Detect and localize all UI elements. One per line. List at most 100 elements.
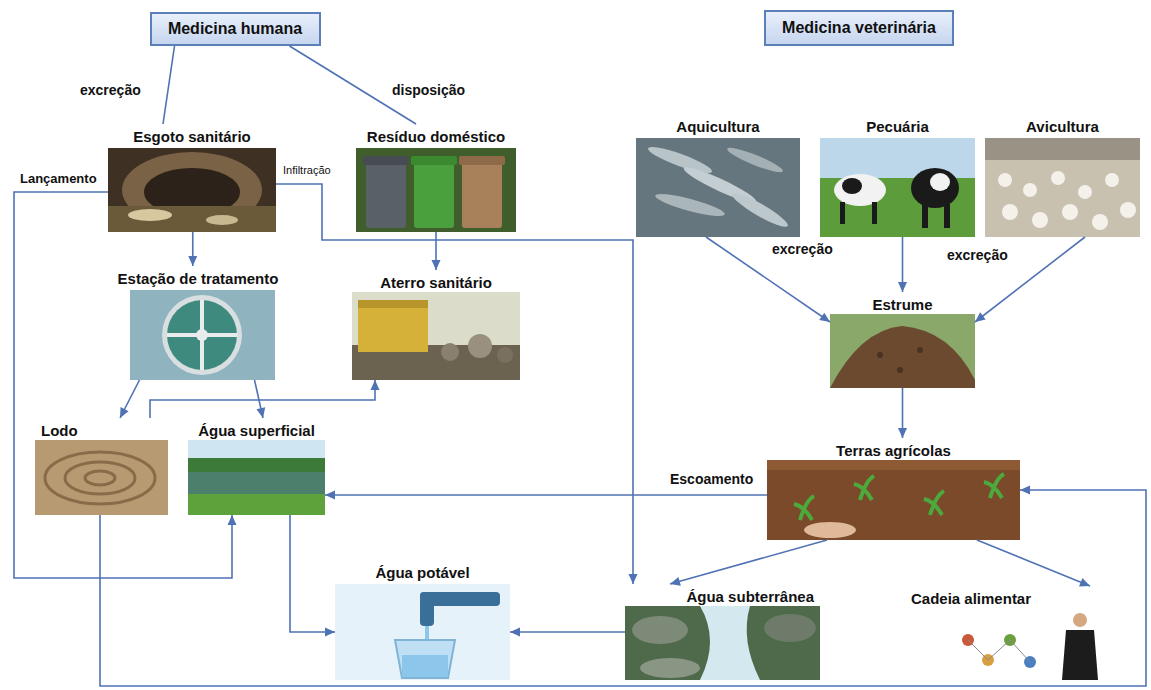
node-title: Cadeia alimentar bbox=[907, 590, 1035, 608]
food-chain-picture-part bbox=[1062, 630, 1098, 680]
source-box: Medicina humana bbox=[150, 12, 321, 46]
tap-water-picture-part bbox=[420, 592, 434, 626]
sewer-node: Esgoto sanitário bbox=[108, 124, 276, 232]
surface-water-node: Água superficial bbox=[188, 418, 325, 515]
arrow-head bbox=[975, 312, 986, 322]
sewer-picture-part bbox=[108, 148, 276, 232]
arrow-head bbox=[629, 574, 638, 584]
treatment-node: Estação de tratamento bbox=[110, 266, 287, 380]
food-chain-picture-part bbox=[1073, 613, 1087, 627]
arrow-head bbox=[432, 260, 441, 270]
groundwater-picture-part bbox=[632, 616, 688, 644]
node-title: Avicultura bbox=[1022, 118, 1103, 136]
arrow-head bbox=[819, 313, 830, 322]
food-chain-picture-part bbox=[950, 610, 1110, 682]
poultry-picture-part bbox=[1032, 212, 1048, 228]
waste-bins-picture-part bbox=[366, 162, 406, 228]
landfill-picture bbox=[352, 292, 520, 380]
treatment-plant-picture-part bbox=[130, 290, 275, 380]
tap-water-picture bbox=[335, 584, 510, 680]
arrow-head bbox=[510, 628, 520, 637]
groundwater-picture bbox=[625, 606, 820, 680]
node-title: Estação de tratamento bbox=[114, 270, 283, 288]
node-title: Estrume bbox=[868, 296, 936, 314]
connector-line bbox=[120, 380, 140, 418]
fish-picture-part bbox=[654, 190, 727, 220]
groundwater-picture-part bbox=[625, 606, 820, 680]
surface-water-picture-part bbox=[188, 494, 325, 515]
flow-connector bbox=[290, 515, 335, 637]
flow-connector bbox=[510, 628, 625, 637]
edge-label: Infiltração bbox=[281, 163, 333, 177]
manure-picture-part bbox=[830, 314, 975, 388]
waste-bins-picture bbox=[356, 148, 516, 232]
sludge-picture bbox=[35, 440, 168, 515]
node-title: Resíduo doméstico bbox=[363, 128, 509, 146]
node-title: Aquicultura bbox=[672, 118, 763, 136]
arrow-head bbox=[120, 407, 129, 418]
edge-label: Lançamento bbox=[18, 170, 99, 187]
connector-line bbox=[325, 494, 767, 496]
tap-water-picture-part bbox=[395, 640, 455, 678]
groundwater-picture-part bbox=[640, 658, 700, 678]
node-title: Aterro sanitário bbox=[376, 274, 496, 292]
connector-line bbox=[290, 515, 335, 632]
connector-line bbox=[100, 490, 1146, 686]
cattle-picture-part bbox=[872, 202, 877, 224]
node-title: Medicina veterinária bbox=[776, 19, 942, 37]
manure-node: Estrume bbox=[830, 292, 975, 388]
landfill-picture-part bbox=[352, 292, 520, 380]
cattle-picture bbox=[820, 138, 975, 237]
manure-picture-part bbox=[897, 367, 903, 373]
sewer-picture-part bbox=[128, 209, 172, 221]
arrow-head bbox=[325, 491, 335, 500]
node-title: Medicina humana bbox=[162, 20, 308, 38]
flow-connector bbox=[325, 491, 767, 500]
farmland-node: Terras agrícolas bbox=[767, 438, 1020, 540]
poultry-picture-part bbox=[1002, 204, 1018, 220]
arrow-head bbox=[1079, 578, 1090, 586]
farmland-picture-part bbox=[854, 476, 874, 500]
sludge-picture-part bbox=[85, 471, 115, 485]
cattle-picture-part bbox=[911, 168, 959, 208]
waste-bins-picture-part bbox=[459, 156, 505, 165]
node-title: Água potável bbox=[371, 564, 473, 582]
manure-picture bbox=[830, 314, 975, 388]
farmland-picture-part bbox=[984, 474, 1004, 498]
edge-label: excreção bbox=[945, 247, 1010, 264]
treatment-plant-picture-part bbox=[162, 295, 242, 375]
cattle-picture-part bbox=[922, 204, 928, 228]
edge-label: Escoamento bbox=[668, 471, 755, 488]
connector-line bbox=[670, 540, 827, 584]
flow-connector bbox=[14, 192, 237, 578]
poultry-picture bbox=[985, 138, 1140, 237]
farmland-picture-part bbox=[924, 491, 944, 515]
connector-line bbox=[977, 540, 1090, 586]
waste-bins-picture-part bbox=[411, 156, 457, 165]
drinking-water-node: Água potável bbox=[335, 560, 510, 680]
groundwater-node: Água subterrânea bbox=[625, 584, 820, 680]
treatment-plant-picture-part bbox=[167, 300, 237, 370]
poultry-picture-part bbox=[1105, 173, 1119, 187]
arrow-head bbox=[371, 380, 380, 390]
surface-water-picture bbox=[188, 440, 325, 515]
fish-picture-part bbox=[636, 138, 800, 237]
connector-line bbox=[14, 192, 232, 578]
food-chain-node: Cadeia alimentar bbox=[905, 586, 1110, 682]
sludge-picture-part bbox=[35, 440, 168, 515]
edge-label: excreção bbox=[770, 241, 835, 258]
treatment-plant-picture bbox=[130, 290, 275, 380]
poultry-picture-part bbox=[985, 138, 1140, 160]
surface-water-picture-part bbox=[188, 458, 325, 472]
poultry-picture-part bbox=[1092, 214, 1108, 230]
tap-water-picture-part bbox=[402, 655, 448, 677]
waste-bins-picture-part bbox=[414, 162, 454, 228]
flow-connector bbox=[276, 184, 638, 584]
arrow-head bbox=[188, 256, 197, 266]
poultry-picture-part bbox=[1023, 183, 1037, 197]
flow-connector bbox=[150, 380, 380, 418]
cattle-picture-part bbox=[842, 178, 862, 194]
sludge-node: Lodo bbox=[35, 418, 168, 515]
